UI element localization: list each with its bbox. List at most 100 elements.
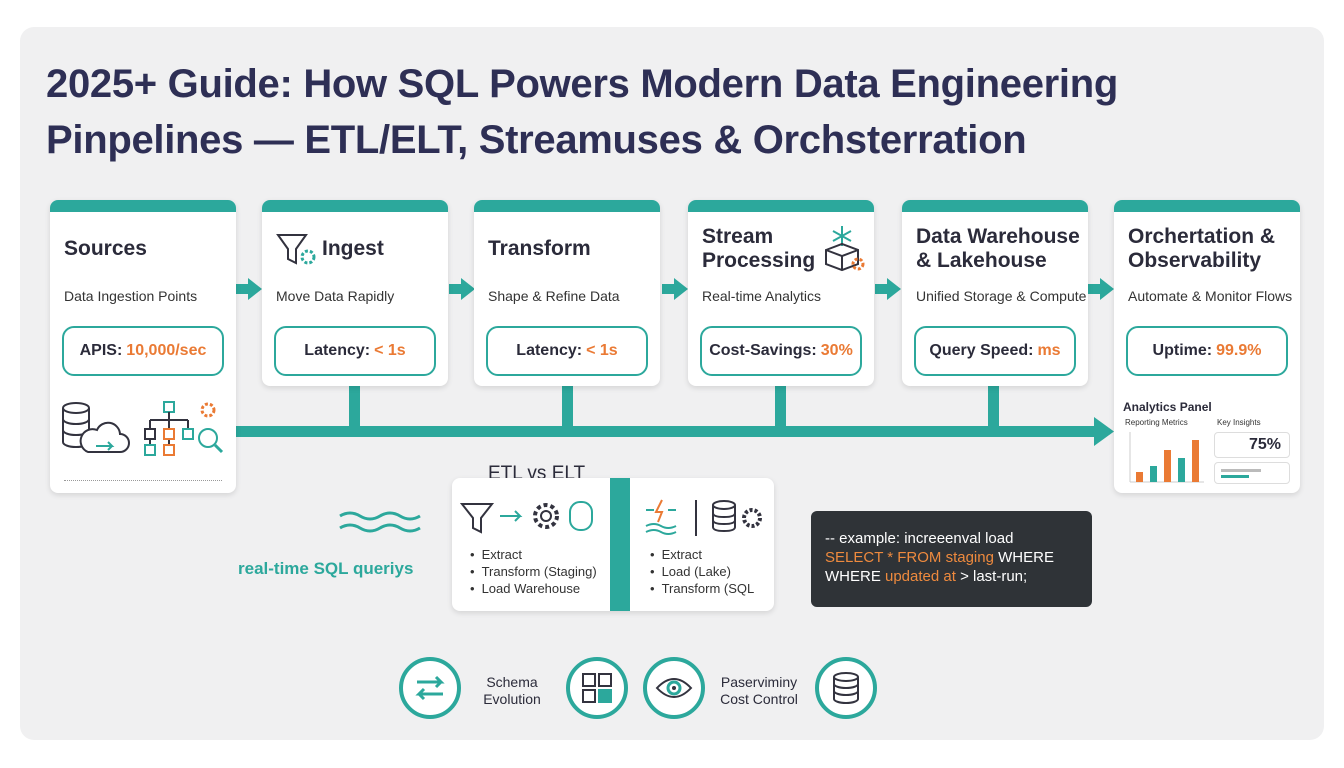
stage-subtitle: Shape & Refine Data [488,288,620,304]
kpi-detail-bar [1221,475,1249,478]
flow-arrow-2 [449,278,475,300]
stage-subtitle: Unified Storage & Compute [916,288,1087,304]
metric-value: 10,000/sec [126,342,207,359]
stage-stream-processing: Stream Processing Real-time Analytics Co… [688,200,874,386]
code-keyword: updated at [885,568,956,585]
stage-subtitle: Move Data Rapidly [276,288,395,304]
flow-arrow-4 [875,278,901,300]
code-text: > last-run; [955,568,1028,585]
mini-bar [1178,458,1185,482]
etl-steps: Extract Transform (Staging) Load Warehou… [470,546,597,597]
stage-subtitle: Automate & Monitor Flows [1128,288,1293,304]
mini-bar [1192,440,1199,482]
mini-bar [1150,466,1157,482]
key-insights-label: Key Insights [1217,418,1261,427]
etl-step: Load Warehouse [470,580,597,597]
stage-title: Stream Processing [702,225,816,272]
stage-ingest: Ingest Move Data Rapidly Latency:< 1s [262,200,448,386]
flow-arrow-3 [662,278,688,300]
funnel-arrow-gear-icon [460,501,593,534]
funnel-gear-icon [276,234,316,265]
stage-subtitle: Real-time Analytics [702,288,822,304]
stage-title: Ingest [322,237,384,260]
etl-divider [610,478,630,611]
title-line-1: 2025+ Guide: How SQL Powers Modern Data … [46,62,1118,106]
code-line-3: WHERE updated at > last-run; [825,567,1078,586]
elt-step: Extract [650,546,754,563]
flow-arrow-5 [1088,278,1114,300]
hierarchy-gear-icon [144,401,224,456]
stage-title: Sources [64,237,147,260]
stage-subtitle: Data Ingestion Points [64,288,198,304]
stage-metric: APIS:10,000/sec [62,326,224,376]
stage-title: Data Warehouse & Lakehouse [916,225,1080,272]
reporting-metrics-label: Reporting Metrics [1125,418,1188,427]
code-comment: -- example: increeenval load [825,530,1014,547]
stage-title: Transform [488,237,591,260]
code-text: WHERE [825,568,885,585]
mini-bar [1136,472,1143,482]
code-text: WHERE [993,549,1054,566]
label-line: Evolution [483,691,541,707]
mini-bar [1164,450,1171,482]
flow-arrow-1 [236,278,262,300]
metric-value: 30% [820,342,853,359]
elt-step: Load (Lake) [650,563,754,580]
code-keyword: SELECT * FROM staging [825,549,994,566]
analytics-panel: Analytics Panel Reporting Metrics Key In… [1116,400,1298,492]
metric-label: Cost-Savings: [709,342,817,359]
snowflake-box-icon [825,226,865,272]
kpi-value: 75% [1248,436,1281,453]
metric-label: Uptime: [1152,342,1213,359]
etl-vs-elt-box: Extract Transform (Staging) Load Warehou… [452,478,774,611]
stage-metric: Uptime:99.9% [1126,326,1288,376]
title-line-2: Pinpelines — ETL/ELT, Streamuses & Orchs… [46,118,1027,162]
kpi-detail-box [1214,462,1290,484]
stage-transform: Transform Shape & Refine Data Latency:< … [474,200,660,386]
page-title: 2025+ Guide: How SQL Powers Modern Data … [46,56,1286,168]
stage-title: Orchertation & Observability [1128,225,1276,272]
etl-step: Transform (Staging) [470,563,597,580]
metric-value: ms [1037,342,1061,359]
stage-metric: Latency:< 1s [274,326,436,376]
metric-value: 99.9% [1216,342,1262,359]
elt-steps: Extract Load (Lake) Transform (SQL [650,546,755,597]
sql-code-snippet: -- example: increeenval load SELECT * FR… [811,511,1092,607]
stage-metric: Cost-Savings:30% [700,326,862,376]
eye-icon [643,657,705,719]
metric-label: Latency: [304,342,371,359]
stage-sources: Sources Data Ingestion Points APIS:10,00… [50,200,236,493]
schema-evolution-icon [399,657,461,719]
stage-metric: Query Speed:ms [914,326,1076,376]
bus-connector-4 [988,386,999,432]
cost-control-label: Paserviminy Cost Control [716,674,802,708]
label-line: Paserviminy [720,674,798,690]
metric-label: Query Speed: [929,342,1034,359]
kpi-detail-bar [1221,469,1261,472]
stage-data-warehouse: Data Warehouse & Lakehouse Unified Stora… [902,200,1088,386]
mini-bar-chart [1129,432,1204,483]
database-stack-icon [815,657,877,719]
metric-label: Latency: [516,342,583,359]
metric-value: < 1s [374,342,406,359]
background-panel [20,27,1324,740]
stage-orchestration: Orchertation & Observability Automate & … [1114,200,1300,493]
lightning-database-gear-icon [645,499,762,536]
database-cloud-icon [62,402,130,453]
analytics-panel-title: Analytics Panel [1123,400,1212,414]
wave-icon [339,511,421,533]
bus-connector-1 [349,386,360,432]
code-line-2: SELECT * FROM staging WHERE [825,548,1078,567]
dotted-divider [64,480,222,481]
realtime-sql-label: real-time SQL queriys [238,559,414,578]
metric-label: APIS: [79,342,123,359]
bus-arrow-head [1094,417,1114,446]
kpi-box: 75% [1214,432,1290,458]
grid-layout-icon [566,657,628,719]
bus-horizontal [236,426,1098,437]
label-line: Schema [486,674,538,690]
bus-connector-3 [775,386,786,432]
metric-value: < 1s [586,342,618,359]
schema-evolution-label: Schema Evolution [478,674,546,708]
elt-step: Transform (SQL [650,580,755,597]
